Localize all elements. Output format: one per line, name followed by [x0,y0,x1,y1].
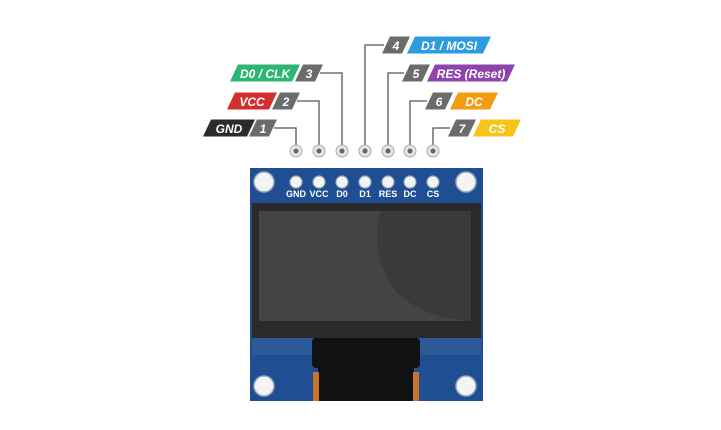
mounting-hole-top-right [455,171,477,193]
wire-pin-4 [364,44,384,146]
pin-number-box [272,92,300,110]
pin-function-tag [427,64,515,82]
silkscreen-label: D1 [359,189,371,199]
pin-function-tag [203,119,255,137]
pin-function-label: D1 / MOSI [421,39,478,53]
header-pin-center [385,148,391,154]
silkscreen-label: CS [427,189,440,199]
pin-number-box [382,36,410,54]
solder-pad [426,175,440,189]
pin-number: 1 [260,122,267,136]
pin-number-box [249,119,277,137]
pin-function-tag [473,119,521,137]
mounting-hole-top-left [253,171,275,193]
silkscreen-label: D0 [336,189,348,199]
pin-number: 2 [282,95,290,109]
solder-pad [381,175,395,189]
header-pin-center [362,148,368,154]
silkscreen-label: RES [379,189,398,199]
wire-pin-7 [432,127,450,146]
pin-function-label: DC [465,95,483,109]
flex-cable [318,368,414,401]
wire-pin-2 [297,100,320,146]
wire-pin-3 [320,72,343,146]
header-pin-center [407,148,413,154]
pin-number: 5 [413,67,420,81]
pin-number-box [425,92,453,110]
mounting-hole-bottom-right [455,375,477,397]
connector-contact-left [313,372,319,401]
header-pin-center [293,148,299,154]
screen-reflection [377,211,471,321]
wire-pin-5 [387,72,404,146]
solder-pad [358,175,372,189]
silkscreen-label: DC [404,189,417,199]
pin-number: 4 [392,39,400,53]
wire-pin-6 [409,100,427,146]
ribbon-connector [312,338,420,368]
pin-number-box [402,64,430,82]
pin-function-label: VCC [239,95,265,109]
pin-function-tag [227,92,277,110]
pin-wires [274,44,450,146]
solder-pad [312,175,326,189]
silkscreen-label: GND [286,189,307,199]
pin-function-label: GND [216,122,243,136]
mounting-hole-bottom-left [253,375,275,397]
header-pins [289,144,440,158]
solder-pad [335,175,349,189]
pin-number-box [448,119,476,137]
pin-function-tag [230,64,300,82]
pin-function-label: CS [489,122,506,136]
pin-number-box [295,64,323,82]
pin-number: 3 [306,67,313,81]
silkscreen-label: VCC [309,189,329,199]
header-pin-center [430,148,436,154]
wire-pin-1 [274,127,297,146]
header-pin-center [339,148,345,154]
pin-function-label: D0 / CLK [240,67,291,81]
connector-contact-right [413,372,419,401]
header-pin-center [316,148,322,154]
glass-edge [252,338,481,355]
pin-function-label: RES (Reset) [437,67,506,81]
pin-number: 6 [436,95,443,109]
pin-number: 7 [459,122,467,136]
solder-pad [403,175,417,189]
pin-function-tag [407,36,491,54]
pin-function-tag [450,92,498,110]
solder-pad [289,175,303,189]
